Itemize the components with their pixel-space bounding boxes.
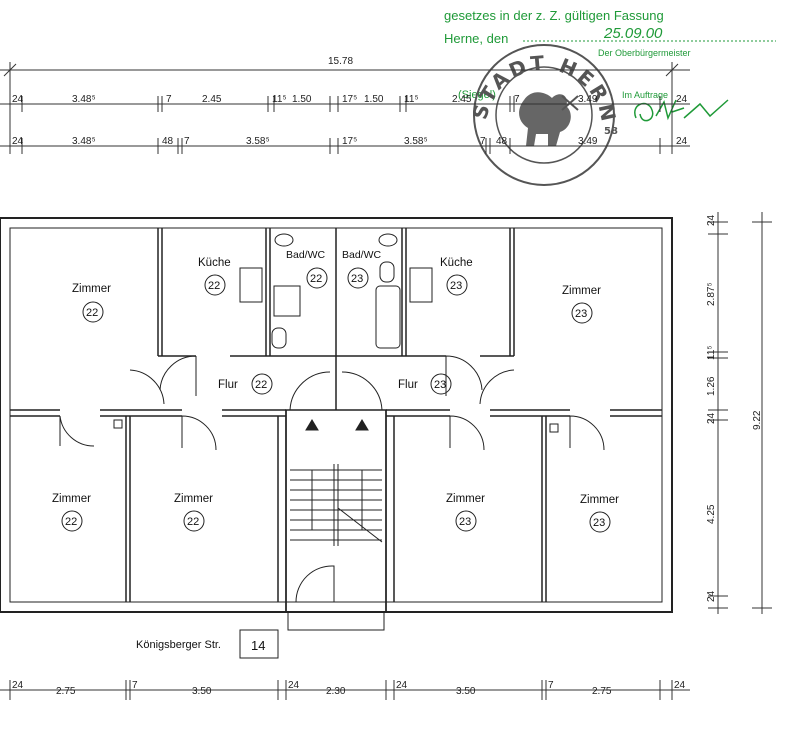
dim-label: 2.30 [326,686,346,697]
room-label: Bad/WC [342,249,382,261]
house-number: 14 [251,638,265,653]
dim-label: 17⁵ [342,94,357,105]
dim-label: 11⁵ [706,345,717,360]
dim-label: 24 [12,136,24,147]
dim-label: 24 [706,214,717,226]
dim-label: 48 [162,136,174,147]
dim-label: 24 [396,680,408,691]
columns [113,419,559,433]
room-label: Zimmer [52,493,91,505]
dim-label: 24 [12,680,24,691]
city-stamp: STADT HERNE 58 [0,0,618,186]
dim-label: 48 [496,136,508,147]
room-labels: Zimmer 22 Küche 22 Bad/WC 22 Bad/WC 23 K… [52,249,619,533]
dim-label: 3.48⁵ [72,136,96,147]
room-label: Flur [398,379,418,391]
room-number: 23 [434,379,446,391]
room-number: 23 [351,273,363,285]
bottom-dimensions [0,680,690,700]
dim-label: 1.50 [292,94,312,105]
room-number: 23 [593,517,605,529]
room-number: 22 [208,280,220,292]
dim-label: 2.87⁵ [706,282,717,306]
dim-label: 2.75 [56,686,76,697]
dim-label: 7 [480,136,486,147]
street-name: Königsberger Str. [136,639,221,651]
room-label: Zimmer [562,285,601,297]
top-dimensions [0,62,690,154]
dim-label: 4.25 [706,504,717,524]
room-label: Bad/WC [286,249,326,261]
dim-label: 7 [548,680,554,691]
dim-label: 3.58⁵ [404,136,428,147]
dim-label: 24 [288,680,300,691]
room-number: 22 [310,273,322,285]
dim-label: 3.58⁵ [246,136,270,147]
room-number: 23 [459,516,471,528]
stairs [290,419,383,546]
dim-label: 2.45 [202,94,222,105]
dim-label: 3.50 [456,686,476,697]
room-label: Zimmer [174,493,213,505]
house-number-box [239,629,279,659]
dim-label: 11⁵ [272,94,287,105]
dim-total-width: 15.78 [328,56,353,67]
dim-label: 3.50 [192,686,212,697]
room-label: Zimmer [72,283,111,295]
dim-label: 24 [674,680,686,691]
certificate-line: gesetzes in der z. Z. gültigen Fassung [444,8,664,23]
room-number: 22 [86,307,98,319]
dim-label: 7 [514,94,520,105]
stamp-number: 58 [604,126,618,137]
room-number: 22 [187,516,199,528]
room-number: 23 [450,280,462,292]
room-label: Küche [440,257,473,269]
dim-label: 17⁵ [342,136,357,147]
dim-label: 1.50 [364,94,384,105]
dim-label: 2.75 [592,686,612,697]
dim-label: 3.49 [578,94,598,105]
right-dimensions [708,212,772,614]
certificate-place: Herne, den [444,31,508,46]
dim-label: 1.26 [706,376,717,396]
dim-label: 7 [184,136,190,147]
dim-label: 24 [676,94,688,105]
room-label: Zimmer [580,494,619,506]
dim-label: 24 [12,94,24,105]
certificate-role: Der Oberbürgermeister [598,48,691,58]
dim-label: 24 [706,412,717,424]
room-number: 22 [255,379,267,391]
doors [59,355,605,603]
dim-total-height: 9.22 [752,410,763,430]
signature [634,99,729,122]
dim-label: 7 [132,680,138,691]
dim-label: 3.49 [578,136,598,147]
dim-label: 7 [166,94,172,105]
room-number: 22 [65,516,77,528]
walls [0,217,673,631]
room-number: 23 [575,308,587,320]
bathroom-fixtures [239,233,433,349]
dim-label: 24 [676,136,688,147]
room-label: Zimmer [446,493,485,505]
certificate-date: 25.09.00 [603,25,663,42]
room-label: Flur [218,379,238,391]
dim-label: 11⁵ [404,94,419,105]
certificate-auftrag: Im Auftrage [622,90,668,100]
dim-label: 2.45 [452,94,472,105]
dim-label: 3.48⁵ [72,94,96,105]
room-label: Küche [198,257,231,269]
dim-label: 24 [706,590,717,602]
